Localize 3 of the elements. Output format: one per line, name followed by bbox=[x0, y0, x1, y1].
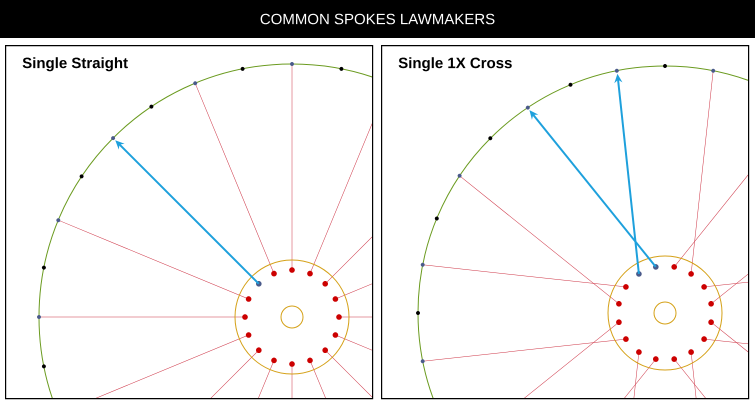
panel: Single Straight bbox=[5, 45, 374, 400]
panel: Single 1X Cross bbox=[381, 45, 750, 400]
title-bar: COMMON SPOKES LAWMAKERS bbox=[0, 0, 755, 38]
